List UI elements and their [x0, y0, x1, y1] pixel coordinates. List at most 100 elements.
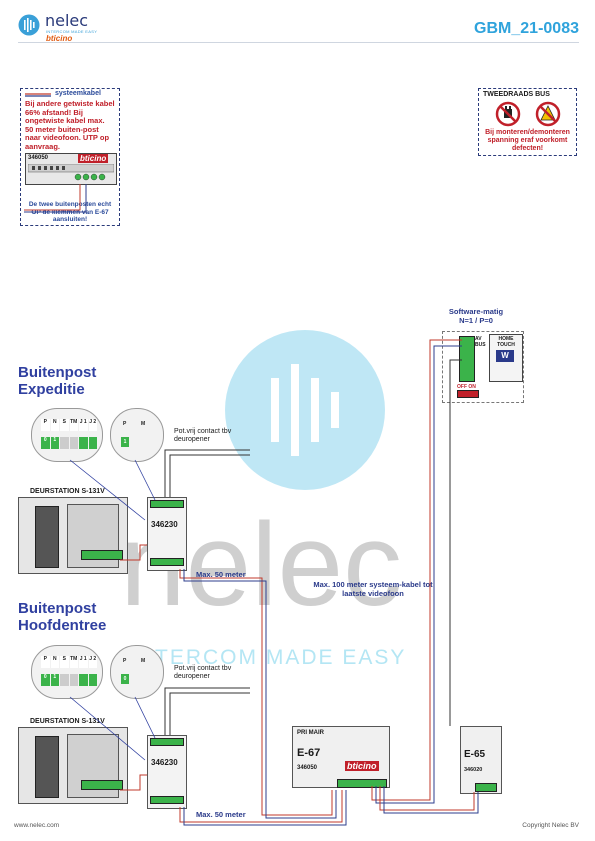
e67-brand: bticino: [345, 761, 379, 771]
dip-label: N: [50, 656, 59, 668]
power-switch-label: OFF ON: [457, 384, 476, 390]
wire-contact-2: [164, 687, 250, 735]
no-plug-icon: [495, 101, 521, 127]
e65-terminals: [475, 783, 497, 792]
module-brand: bticino: [78, 154, 109, 163]
e65-code: 346020: [464, 767, 483, 773]
dip-label: S: [60, 419, 69, 431]
station-1-terminals: [81, 550, 123, 560]
no-voltage-icon: [535, 101, 561, 127]
e67-label: E-67: [297, 747, 321, 759]
zoom-pointer-2: [69, 696, 146, 761]
small-dip-label: P: [123, 421, 127, 427]
e65-label: E-65: [464, 749, 486, 760]
small-dip-label: M: [141, 421, 146, 427]
brand-name: nelec: [45, 11, 89, 30]
dip-value: [69, 437, 78, 449]
station-2-door-station: [18, 727, 128, 804]
nelec-logo-icon: [18, 14, 40, 36]
wire-e65-blue: [383, 786, 479, 814]
e67-terminals: [337, 779, 387, 788]
dip-value: [69, 674, 78, 686]
station-1-speaker: [35, 506, 59, 568]
wire-contact-1b: [169, 454, 250, 497]
dip-label: TM: [69, 419, 78, 431]
av-bus-label: AV BUS: [475, 336, 486, 348]
watermark-tagline: INTERCOM MADE EASY: [130, 646, 407, 669]
brand-logo: nelec INTERCOM MADE EASY bticino: [18, 11, 128, 43]
cable-legend-icon: [25, 93, 51, 97]
zoom-pointer-1b: [134, 459, 156, 501]
dip-label: S: [60, 656, 69, 668]
dip-label: P: [41, 419, 50, 431]
e65-device: E-65 346020: [460, 726, 502, 794]
system-cable-length-note: Max. 100 meter systeem-kabel tot laatste…: [313, 580, 433, 598]
dip-value: [60, 674, 69, 686]
cable-legend-label: systeemkabel: [55, 90, 101, 97]
small-dip-label: P: [123, 658, 127, 664]
wire-station-2-blue: [183, 790, 347, 826]
small-dip-label: M: [141, 658, 146, 664]
document-number: GBM_21-0083: [474, 20, 579, 37]
dip-value: [88, 437, 97, 449]
station-2-module: 346230: [147, 735, 187, 809]
station-1-module-terminals-bottom: [150, 558, 184, 566]
dip-value: [88, 674, 97, 686]
footer-copyright: Copyright Nelec BV: [522, 822, 579, 829]
station-1-door-station: [18, 497, 128, 574]
two-wire-bus-title: TWEEDRAADS BUS: [483, 91, 550, 98]
dip-label: N: [50, 419, 59, 431]
dip-label: J 1: [79, 419, 88, 431]
home-touch-device: HOME TOUCH W: [489, 334, 523, 382]
wire-system-red: [371, 339, 462, 801]
dip-value: 1: [50, 437, 59, 449]
two-wire-bus-note: TWEEDRAADS BUS Bij monteren/demonteren s…: [478, 88, 577, 156]
home-touch-label: HOME TOUCH: [497, 336, 515, 348]
watermark-circle-icon: [225, 330, 385, 490]
power-switch: [457, 390, 479, 398]
dip-value: 0: [41, 674, 50, 686]
zoom-pointer-2b: [134, 696, 156, 739]
system-cable-note: systeemkabel Bij andere getwiste kabel 6…: [20, 88, 120, 226]
station-2-label: DEURSTATION S-131V: [30, 718, 105, 725]
station-1-module-terminals-top: [150, 500, 184, 508]
dip-label: J 2: [88, 656, 97, 668]
wire-contact-1: [164, 449, 250, 497]
wire-system-blue: [375, 345, 462, 804]
wire-station-2-red: [179, 790, 343, 823]
wire-e65-red: [379, 786, 475, 811]
wire-station-1-blue: [183, 569, 337, 819]
home-touch-panel: AV BUS HOME TOUCH W OFF ON: [442, 331, 524, 403]
station-2-terminals: [81, 780, 123, 790]
dip-value: 1: [50, 674, 59, 686]
header-divider: [18, 42, 579, 43]
station-1-label: DEURSTATION S-131V: [30, 488, 105, 495]
module-terminals-icon: [28, 164, 114, 181]
station-2-module-terminals-top: [150, 738, 184, 746]
dip-value: [60, 437, 69, 449]
station-2-module-code: 346230: [151, 758, 178, 767]
module-code: 346050: [28, 155, 49, 161]
station-1-dip-values: 0 1: [41, 437, 97, 449]
station-2-distance: Max. 50 meter: [196, 810, 246, 819]
software-line1: Software-matig: [448, 307, 504, 316]
station-1-distance: Max. 50 meter: [196, 570, 246, 579]
station-2-title: Buitenpost Hoofdentree: [18, 600, 107, 634]
station-2-small-dip-zoom: P M 0: [110, 645, 164, 699]
e67-code: 346050: [297, 765, 318, 771]
station-1-contact-label: Pot.vrij contact tbv deuropener: [174, 428, 232, 443]
zoom-pointer-1: [69, 459, 146, 521]
home-touch-badge: W: [496, 350, 514, 362]
station-1-module-code: 346230: [151, 520, 178, 529]
station-2-dip-zoom: P N S TM J 1 J 2 0 1: [31, 645, 103, 699]
station-2-contact-label: Pot.vrij contact tbv deuropener: [174, 665, 232, 680]
station-2-dip-values: 0 1: [41, 674, 97, 686]
two-wire-bus-warning: Bij monteren/demonteren spanning eraf vo…: [485, 129, 570, 152]
dip-label: J 2: [88, 419, 97, 431]
dip-value: [79, 674, 88, 686]
station-1-small-dip-zoom: P M 1: [110, 408, 164, 462]
dip-value: [79, 437, 88, 449]
dip-label: J 1: [79, 656, 88, 668]
software-setting-text: Software-matig N=1 / P=0: [436, 307, 516, 325]
station-1-dip-row: P N S TM J 1 J 2: [41, 419, 97, 431]
